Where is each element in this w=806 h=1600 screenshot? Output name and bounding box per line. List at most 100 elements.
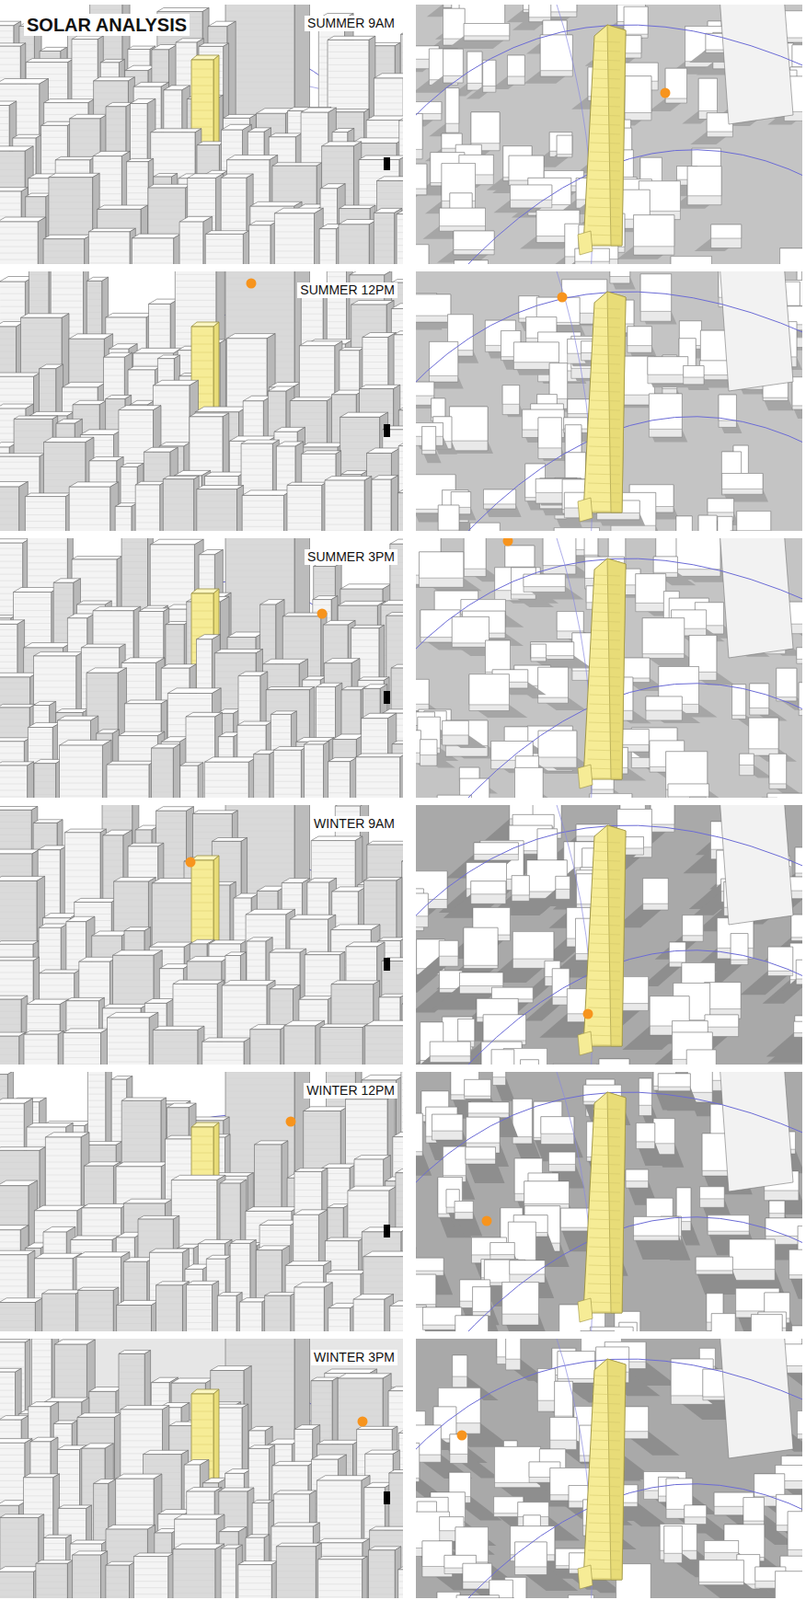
window-line <box>400 138 403 140</box>
window-line <box>333 137 347 139</box>
window-line <box>374 256 393 258</box>
window-line <box>275 224 313 226</box>
window-line <box>275 237 313 239</box>
window-line <box>49 195 93 196</box>
building-face <box>377 176 404 182</box>
window-line <box>188 183 216 185</box>
window-line <box>374 95 403 97</box>
window-line <box>374 108 403 110</box>
window-line <box>152 54 168 56</box>
window-line <box>152 73 168 75</box>
building-face <box>179 221 204 265</box>
window-line <box>164 126 182 128</box>
window-line <box>26 207 46 209</box>
window-line <box>106 111 126 113</box>
window-line <box>339 229 369 231</box>
window-line <box>328 57 369 59</box>
window-line <box>0 142 9 144</box>
building-face <box>97 205 149 209</box>
window-line <box>42 130 68 132</box>
window-line <box>226 30 294 32</box>
window-line <box>164 107 182 109</box>
window-line <box>20 37 34 39</box>
window-line <box>374 263 393 265</box>
window-line <box>374 230 393 232</box>
window-line <box>44 256 84 258</box>
window-line <box>222 135 242 137</box>
window-line <box>126 75 148 77</box>
window-line <box>152 80 168 81</box>
window-line <box>226 94 294 96</box>
window-line <box>106 143 126 145</box>
window-line <box>101 73 118 75</box>
building-face <box>319 229 336 265</box>
window-line <box>134 92 161 93</box>
window-line <box>188 195 216 197</box>
window-line <box>400 132 403 134</box>
window-line <box>127 166 148 168</box>
window-line <box>359 171 399 173</box>
window-line <box>226 43 294 45</box>
window-line <box>151 149 195 151</box>
window-line <box>149 225 185 227</box>
window-line <box>226 81 294 83</box>
window-line <box>226 49 294 51</box>
window-line <box>0 51 20 53</box>
building-face <box>327 35 376 40</box>
window-line <box>106 124 126 126</box>
window-line <box>339 254 369 256</box>
window-line <box>106 137 126 139</box>
window-line <box>377 198 403 200</box>
window-line <box>0 89 39 91</box>
window-line <box>374 250 393 252</box>
window-line <box>164 94 182 96</box>
window-line <box>250 249 270 251</box>
window-line <box>0 195 21 197</box>
window-line <box>154 182 172 184</box>
window-line <box>248 143 264 145</box>
window-line <box>0 175 24 177</box>
window-line <box>0 70 20 72</box>
window-line <box>98 227 140 229</box>
window-line <box>131 108 148 110</box>
window-line <box>273 196 316 198</box>
window-line <box>0 233 37 235</box>
building-face <box>331 109 369 113</box>
window-line <box>164 101 182 103</box>
window-line <box>226 88 294 90</box>
building-face <box>272 165 317 265</box>
window-line <box>127 172 148 174</box>
window-line <box>180 240 203 242</box>
window-line <box>320 246 335 248</box>
tower-floor-line <box>192 93 213 95</box>
window-line <box>72 57 97 58</box>
window-line <box>377 192 403 194</box>
window-line <box>40 56 60 58</box>
window-line <box>72 69 97 71</box>
window-line <box>151 169 195 171</box>
window-line <box>208 37 227 39</box>
window-line <box>49 182 93 184</box>
window-line <box>226 4 294 6</box>
window-line <box>127 185 148 187</box>
building-face <box>339 208 371 265</box>
window-line <box>89 262 129 264</box>
window-line <box>374 237 393 239</box>
window-line <box>320 253 335 254</box>
window-line <box>131 147 148 149</box>
window-line <box>131 140 148 142</box>
window-line <box>180 233 203 235</box>
window-line <box>0 162 24 164</box>
window-line <box>221 221 246 223</box>
building-face <box>366 115 403 121</box>
window-line <box>322 150 354 152</box>
window-line <box>273 190 316 192</box>
window-line <box>206 258 242 260</box>
window-line <box>72 82 97 84</box>
window-line <box>0 136 9 138</box>
window-line <box>101 67 118 69</box>
window-line <box>226 11 294 12</box>
window-line <box>72 50 97 52</box>
window-line <box>151 162 195 164</box>
window-line <box>26 73 68 75</box>
